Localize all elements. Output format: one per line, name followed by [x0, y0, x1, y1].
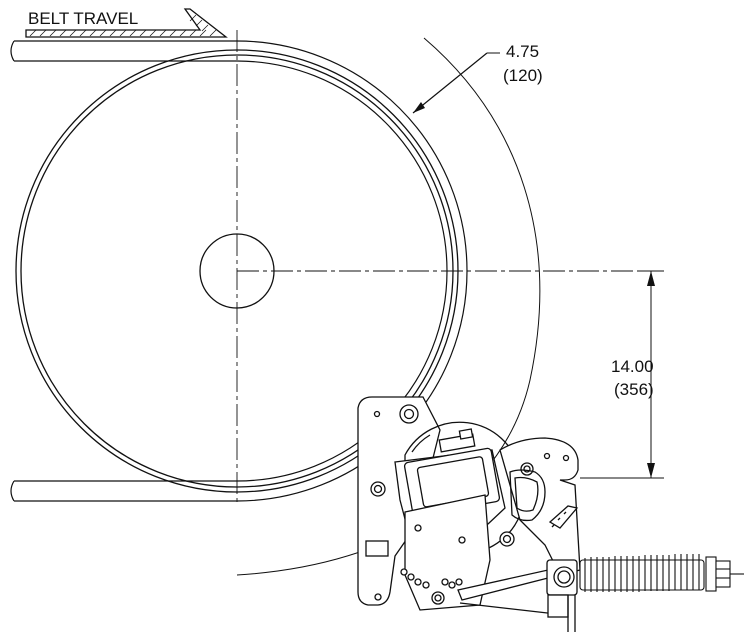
belt-top [10, 40, 468, 272]
radius-value-mm: (120) [503, 66, 543, 85]
m-logo-icon [548, 505, 579, 529]
height-arrow-bottom [647, 463, 655, 478]
height-value-mm: (356) [614, 380, 654, 399]
belt-direction-arrow-icon [25, 8, 228, 38]
belt-travel-label: BELT TRAVEL [28, 9, 138, 28]
height-dimension [580, 270, 664, 479]
height-value-in: 14.00 [611, 357, 654, 376]
right-bracket [499, 437, 581, 576]
centerlines [236, 30, 658, 505]
height-arrow-top [647, 271, 655, 286]
radius-value-in: 4.75 [506, 42, 539, 61]
radius-dimension [412, 52, 500, 114]
cleaner-assembly [357, 396, 581, 632]
tension-spring [579, 554, 744, 592]
